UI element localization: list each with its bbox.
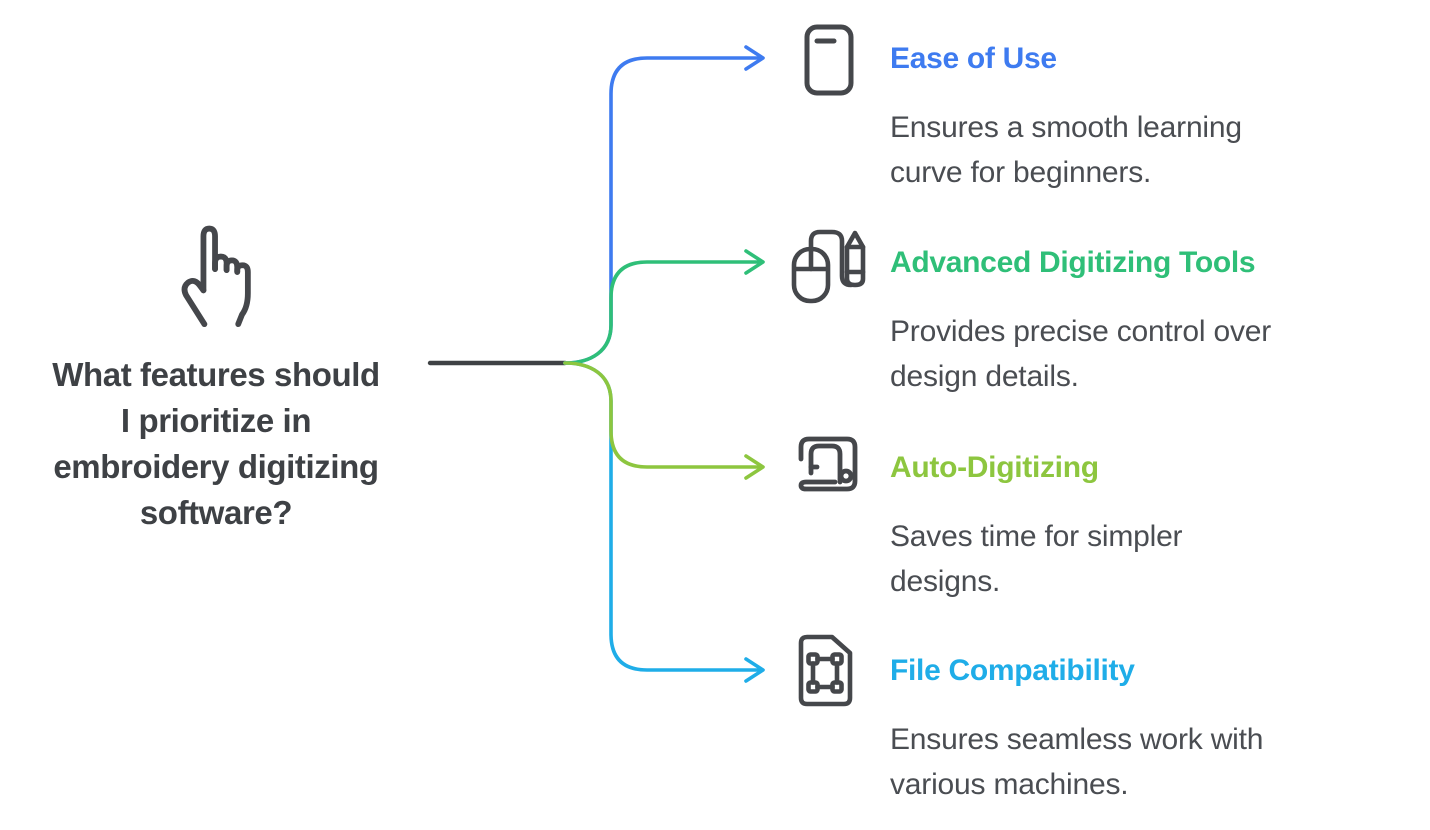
branch-description: Ensures seamless work with various machi…: [890, 717, 1410, 807]
branch-auto-digitizing: Auto-Digitizing Saves time for simpler d…: [890, 449, 1410, 604]
description-line: Ensures seamless work with: [890, 723, 1264, 756]
question-text: What features should I prioritize in emb…: [0, 352, 432, 536]
description-line: designs.: [890, 565, 1001, 598]
branch-title: Ease of Use: [890, 42, 1057, 75]
description-line: Ensures a smooth learning: [890, 111, 1242, 144]
branch-advanced-digitizing-tools: Advanced Digitizing Tools Provides preci…: [890, 244, 1410, 399]
description-line: various machines.: [890, 768, 1129, 801]
branch-line-advanced-tools: [563, 260, 762, 365]
branch-line-ease-of-use: [563, 56, 762, 365]
arrowhead: [744, 454, 765, 480]
smartphone-icon: [804, 24, 854, 96]
description-line: Saves time for simpler: [890, 520, 1183, 553]
branch-description: Saves time for simpler designs.: [890, 514, 1410, 604]
description-line: design details.: [890, 360, 1079, 393]
arrowhead: [744, 657, 765, 683]
sewing-machine-icon: [798, 436, 858, 492]
branch-title: File Compatibility: [890, 654, 1135, 687]
file-vector-icon: [798, 634, 853, 707]
branch-description: Ensures a smooth learning curve for begi…: [890, 105, 1410, 195]
mouse-and-pen-icon: [791, 229, 866, 304]
arrowhead: [744, 249, 765, 275]
branch-title: Auto-Digitizing: [890, 451, 1099, 484]
description-line: Provides precise control over: [890, 315, 1272, 348]
arrowhead: [744, 45, 765, 71]
hand-pointer-icon: [181, 225, 251, 328]
question-line: embroidery digitizing: [53, 448, 379, 485]
branch-ease-of-use: Ease of Use Ensures a smooth learning cu…: [890, 40, 1410, 195]
branch-line-file-compatibility: [563, 361, 762, 672]
question-line: What features should: [52, 356, 380, 393]
branch-line-auto-digitizing: [563, 361, 762, 469]
branch-title: Advanced Digitizing Tools: [890, 246, 1256, 279]
branch-file-compatibility: File Compatibility Ensures seamless work…: [890, 652, 1410, 807]
branch-description: Provides precise control over design det…: [890, 309, 1410, 399]
question-line: software?: [139, 494, 293, 531]
question-line: I prioritize in: [120, 402, 312, 439]
description-line: curve for beginners.: [890, 156, 1152, 189]
